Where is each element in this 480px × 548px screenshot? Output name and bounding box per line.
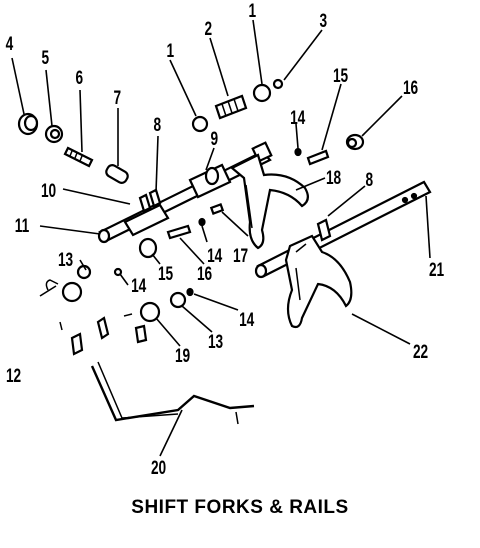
callout-20: 20 xyxy=(151,457,166,479)
lower-shift-rail xyxy=(254,180,432,279)
callout-1: 1 xyxy=(248,0,256,22)
callout-17: 17 xyxy=(233,245,248,267)
callout-9: 9 xyxy=(210,128,218,150)
callout-14: 14 xyxy=(290,107,306,129)
callout-15: 15 xyxy=(333,65,348,87)
callout-3: 3 xyxy=(319,10,327,32)
callout-10: 10 xyxy=(41,180,56,202)
callout-8: 8 xyxy=(153,114,161,136)
callout-16: 16 xyxy=(197,263,212,285)
callout-22: 22 xyxy=(413,341,428,363)
shift-fork-lower xyxy=(284,234,353,329)
callout-13: 13 xyxy=(208,331,223,353)
diagram-title: SHIFT FORKS & RAILS xyxy=(131,497,349,518)
leader-lines xyxy=(11,19,431,457)
upper-shift-rail xyxy=(97,141,273,244)
callout-5: 5 xyxy=(41,47,49,69)
linkage-rod xyxy=(45,279,255,425)
callout-7: 7 xyxy=(113,87,121,109)
callout-18: 18 xyxy=(326,167,341,189)
callout-2: 2 xyxy=(204,18,212,40)
callout-labels: 1 2 1 3 4 5 6 7 8 9 10 11 12 13 14 14 14… xyxy=(6,0,445,479)
callout-21: 21 xyxy=(429,259,444,281)
shift-fork-upper xyxy=(230,153,309,250)
callout-16: 16 xyxy=(403,77,418,99)
upper-hardware xyxy=(17,78,365,184)
callout-6: 6 xyxy=(75,67,83,89)
callout-19: 19 xyxy=(175,345,190,367)
callout-14: 14 xyxy=(131,275,147,297)
callout-1: 1 xyxy=(166,40,174,62)
callout-11: 11 xyxy=(15,215,29,237)
callout-14: 14 xyxy=(239,309,255,331)
callout-4: 4 xyxy=(6,33,14,55)
callout-15: 15 xyxy=(158,263,173,285)
callout-14: 14 xyxy=(207,245,223,267)
callout-13: 13 xyxy=(58,249,73,271)
callout-12: 12 xyxy=(6,365,21,387)
callout-8: 8 xyxy=(365,169,373,191)
